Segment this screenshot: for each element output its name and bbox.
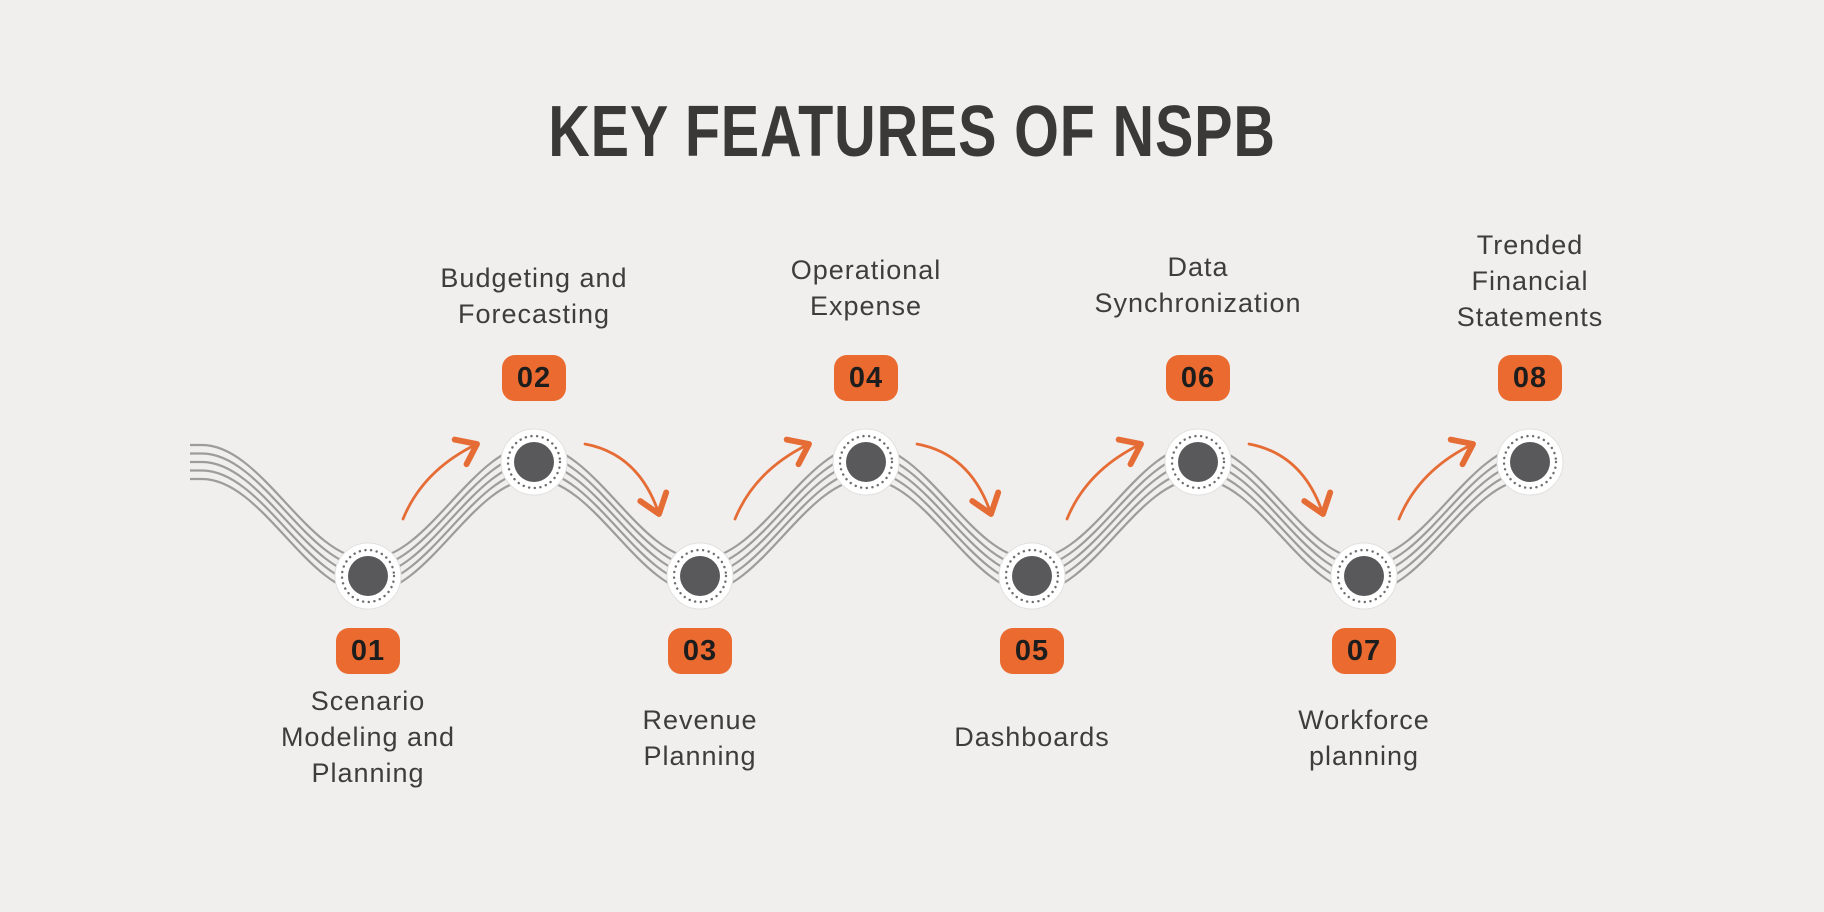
step-badge-02: 02 [502, 355, 566, 401]
arrow-down-3 [1247, 442, 1334, 517]
timeline-node-2 [500, 428, 568, 496]
step-badge-03: 03 [668, 628, 732, 674]
step-label-01: Scenario Modeling and Planning [280, 686, 456, 788]
timeline-node-6 [1164, 428, 1232, 496]
arrow-up-4 [1397, 436, 1476, 521]
step-label-04: Operational Expense [790, 255, 942, 321]
flow-arrows [401, 436, 1476, 521]
step-label-07: Workforce planning [1298, 705, 1430, 771]
arrow-up-2 [733, 436, 812, 521]
timeline-node-7 [1330, 542, 1398, 610]
timeline-node-4 [832, 428, 900, 496]
step-label-05: Dashboards [954, 722, 1110, 752]
step-badge-08: 08 [1498, 355, 1562, 401]
step-badge-04: 04 [834, 355, 898, 401]
page-title: KEY FEATURES OF NSPB [548, 92, 1276, 172]
step-label-03: Revenue Planning [642, 705, 758, 771]
timeline-nodes [334, 428, 1564, 610]
step-badge-07: 07 [1332, 628, 1396, 674]
step-label-08: Trended Financial Statements [1456, 230, 1604, 332]
arrow-up-3 [1065, 436, 1144, 521]
step-badge-05: 05 [1000, 628, 1064, 674]
step-badge-01: 01 [336, 628, 400, 674]
timeline-node-5 [998, 542, 1066, 610]
step-label-06: Data Synchronization [1094, 252, 1302, 318]
step-label-02: Budgeting and Forecasting [440, 263, 628, 329]
timeline-node-1 [334, 542, 402, 610]
step-badge-06: 06 [1166, 355, 1230, 401]
arrow-down-2 [915, 442, 1002, 517]
arrow-down-1 [583, 442, 670, 517]
timeline-node-3 [666, 542, 734, 610]
timeline-node-8 [1496, 428, 1564, 496]
arrow-up-1 [401, 436, 480, 521]
